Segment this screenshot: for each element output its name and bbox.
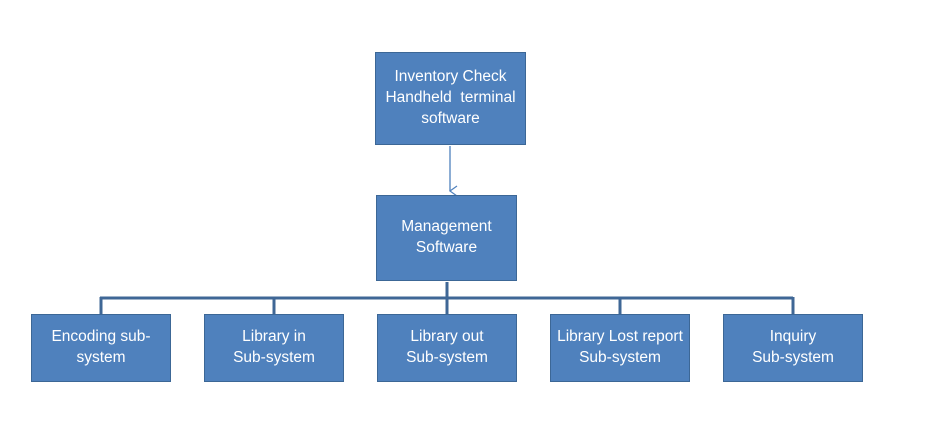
inventory-check-line2: Handheld terminal — [385, 89, 516, 107]
management-software-node: Management Software — [376, 195, 517, 281]
management-line2: Software — [415, 239, 478, 256]
inquiry-line1: Inquiry — [769, 328, 817, 346]
library-out-subsystem-node: Library out Sub-system — [377, 314, 517, 382]
encoding-line1: Encoding sub- — [51, 328, 151, 346]
inventory-check-node: Inventory Check Handheld terminal softwa… — [375, 52, 526, 145]
library-out-line2: Sub-system — [406, 349, 488, 366]
library-lost-line1: Library Lost report — [557, 328, 683, 346]
encoding-subsystem-node: Encoding sub- system — [31, 314, 171, 382]
inquiry-line2: Sub-system — [752, 349, 834, 366]
library-in-line1: Library in — [242, 328, 306, 346]
library-lost-line2: Sub-system — [579, 349, 661, 366]
library-in-line2: Sub-system — [233, 349, 315, 366]
inquiry-subsystem-node: Inquiry Sub-system — [723, 314, 863, 382]
inventory-check-line3: software — [421, 109, 480, 127]
inventory-check-line1: Inventory Check — [394, 68, 507, 86]
library-out-line1: Library out — [410, 328, 484, 346]
library-lost-report-subsystem-node: Library Lost report Sub-system — [550, 314, 690, 382]
encoding-line2: system — [76, 349, 126, 366]
library-in-subsystem-node: Library in Sub-system — [204, 314, 344, 382]
management-line1: Management — [401, 218, 492, 236]
